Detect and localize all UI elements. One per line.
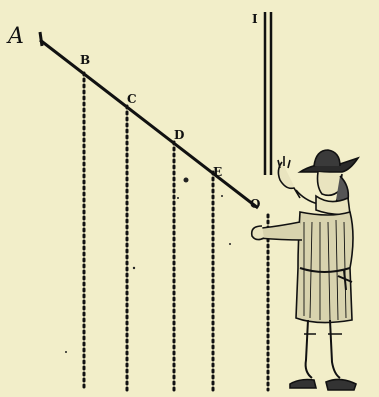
inclined-staff [38,31,259,210]
outstretched-arm [256,221,303,241]
label-c: C [127,92,137,106]
label-a: A [6,24,24,49]
label-o: O [250,197,260,211]
specks [65,177,231,353]
head [316,171,343,197]
legs [304,319,341,379]
hat [297,149,360,173]
label-i: I [252,12,258,26]
raised-hand [277,161,301,199]
label-b: B [80,53,90,67]
label-e: E [213,165,222,179]
vertical-rod [263,12,273,175]
label-d: D [174,128,184,142]
dotted-perpendiculars [82,71,270,392]
shoes [289,378,357,391]
observer-figure [250,149,360,391]
